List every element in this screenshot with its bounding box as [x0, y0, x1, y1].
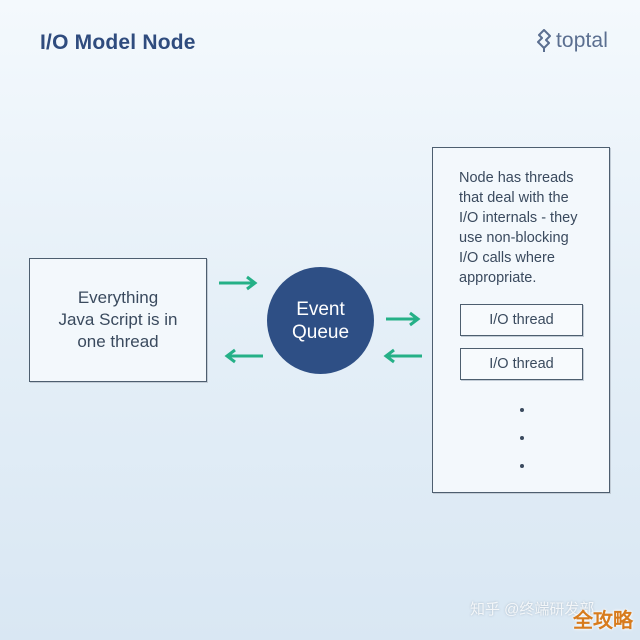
arrow-left-icon [224, 348, 263, 364]
event-queue-circle: Event Queue [267, 267, 374, 374]
arrow-left-icon [383, 348, 422, 364]
left-box-text: Everything Java Script is in one thread [58, 288, 178, 351]
event-queue-label: Event Queue [291, 298, 350, 343]
brand-name: toptal [556, 29, 608, 52]
brand: toptal [535, 29, 608, 53]
corner-badge: 全攻略 [573, 610, 633, 632]
watermark: 知乎 @终端研发部 [470, 601, 595, 618]
arrow-right-icon [219, 275, 258, 291]
right-box: Node has threads that deal with the I/O … [432, 147, 610, 493]
ellipsis-dot [520, 408, 524, 412]
toptal-logo-icon [537, 29, 551, 52]
io-thread-box: I/O thread [460, 348, 583, 380]
arrow-right-icon [386, 311, 421, 327]
page-title: I/O Model Node [40, 31, 196, 54]
ellipsis-dot [520, 464, 524, 468]
io-thread-box: I/O thread [460, 304, 583, 336]
right-box-text: Node has threads that deal with the I/O … [459, 170, 578, 286]
left-box: Everything Java Script is in one thread [29, 258, 207, 382]
ellipsis-dot [520, 436, 524, 440]
